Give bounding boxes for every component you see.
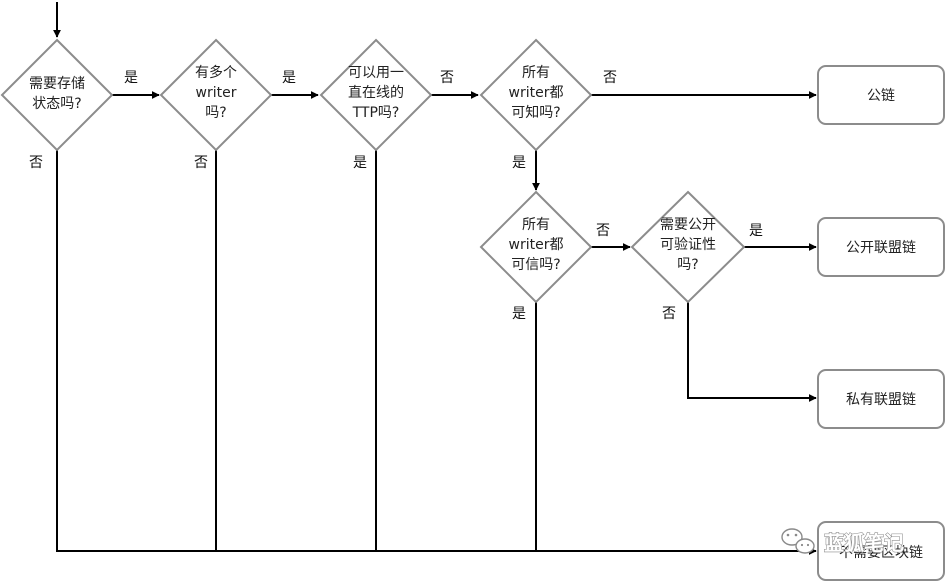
decision-d5: 所有 writer都 可信吗? [479, 190, 593, 304]
label-d2-no: 否 [194, 155, 208, 171]
decision-d2-line1: 有多个 [195, 64, 237, 81]
watermark: 蓝狐笔记 [781, 528, 905, 556]
label-d5-no: 否 [596, 223, 610, 239]
decision-d2-line3: 吗? [205, 105, 226, 121]
decision-d1-line2: 状态吗? [32, 96, 81, 112]
label-d4-yes: 是 [512, 155, 526, 171]
decision-d5-line3: 可信吗? [511, 257, 560, 273]
decision-d4-line2: writer都 [509, 85, 564, 101]
label-d5-yes: 是 [512, 306, 526, 322]
decision-d4: 所有 writer都 可知吗? [479, 38, 593, 152]
decision-d6-line3: 吗? [677, 257, 698, 273]
decision-d1-line1: 需要存储 [29, 76, 85, 92]
decision-d2: 有多个 writer 吗? [159, 38, 273, 152]
label-d2-yes: 是 [282, 70, 296, 86]
result-r2-label: 公开联盟链 [846, 240, 916, 256]
watermark-text: 蓝狐笔记 [824, 531, 904, 555]
result-r1: 公链 [817, 65, 945, 125]
decision-d4-line3: 可知吗? [511, 104, 560, 121]
label-d1-yes: 是 [124, 70, 138, 86]
edge-d6-r3 [687, 302, 817, 402]
decision-d3: 可以用一 直在线的 TTP吗? [319, 38, 433, 152]
decision-d5-line1: 所有 [522, 217, 550, 233]
label-d4-no: 否 [603, 70, 617, 86]
result-r3: 私有联盟链 [817, 369, 945, 429]
result-r3-label: 私有联盟链 [846, 392, 916, 408]
label-d3-no: 否 [440, 70, 454, 86]
label-d1-no: 否 [29, 155, 43, 171]
decision-d3-line3: TTP吗? [352, 105, 400, 121]
edge-labels: 是 否 是 否 否 是 否 是 否 是 是 否 [29, 70, 763, 322]
decision-d3-line2: 直在线的 [348, 84, 404, 101]
decision-d4-line1: 所有 [522, 65, 550, 81]
label-d6-no: 否 [662, 306, 676, 322]
decision-d6-line1: 需要公开 [660, 217, 716, 233]
result-r1-label: 公链 [867, 88, 895, 104]
decision-d2-line2: writer [196, 85, 237, 101]
connectors [53, 2, 817, 555]
label-d3-yes: 是 [353, 155, 367, 171]
decision-d6-line2: 可验证性 [660, 237, 716, 253]
decision-d6: 需要公开 可验证性 吗? [630, 190, 746, 304]
label-d6-yes: 是 [749, 223, 763, 239]
decision-d1: 需要存储 状态吗? [0, 38, 114, 152]
result-r2: 公开联盟链 [817, 217, 945, 277]
result-r4-label: 不需要区块链 [839, 545, 923, 561]
decision-d5-line2: writer都 [509, 237, 564, 253]
edge-d1-r4 [56, 150, 817, 555]
wechat-icon [781, 528, 815, 554]
decision-d3-line1: 可以用一 [348, 65, 404, 81]
result-r4: 不需要区块链 [817, 521, 945, 581]
